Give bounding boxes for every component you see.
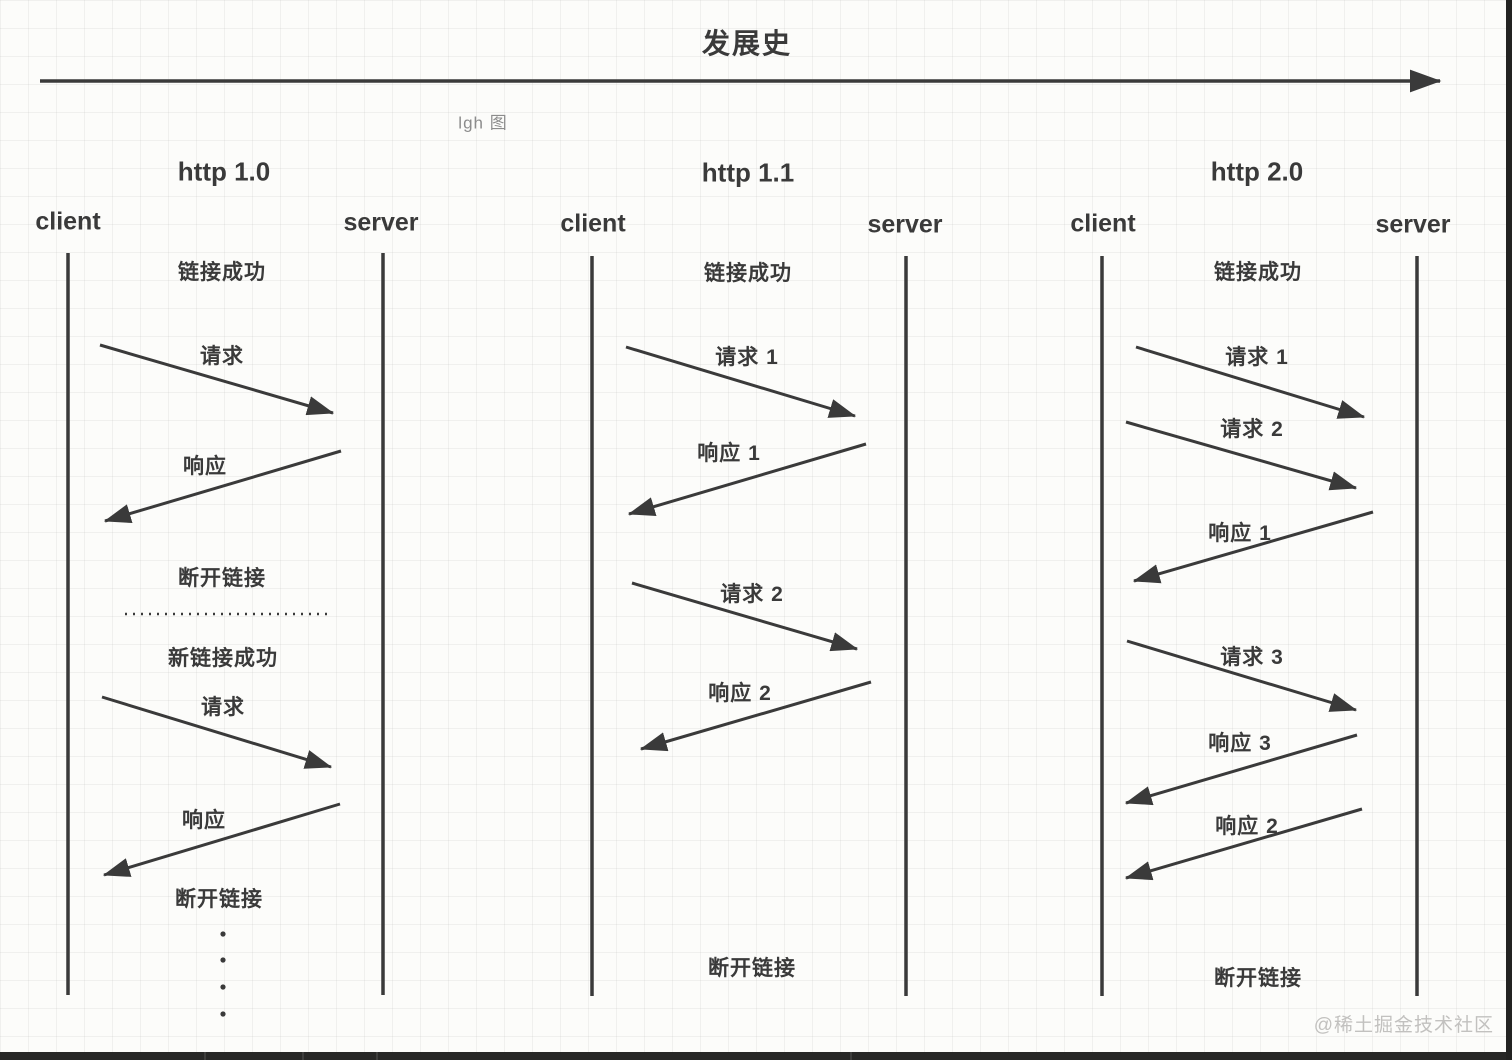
event-label-connect: 链接成功 xyxy=(178,261,266,284)
event-label-connect: 链接成功 xyxy=(1214,261,1302,284)
arrow-http20-response3 xyxy=(1124,733,1358,806)
right-edge-strip xyxy=(1506,0,1512,1060)
event-label-disconnect: 断开链接 xyxy=(1214,967,1302,990)
message-label-request: 请求 xyxy=(201,696,245,719)
diagram-caption: lgh 图 xyxy=(458,113,508,133)
message-label-response: 响应 xyxy=(183,455,227,478)
column-title-http20: http 2.0 xyxy=(1210,156,1304,187)
message-label-request-1: 请求 1 xyxy=(1225,346,1289,369)
event-label-reconnect: 新链接成功 xyxy=(168,647,278,670)
arrow-http11-response2 xyxy=(639,680,872,752)
event-label-disconnect: 断开链接 xyxy=(175,888,263,911)
actor-server-http20: server xyxy=(1375,210,1451,239)
event-label-disconnect: 断开链接 xyxy=(708,957,796,980)
message-label-request-2: 请求 2 xyxy=(1220,418,1284,441)
message-label-response-1: 响应 1 xyxy=(1208,522,1272,545)
arrow-http10-response1 xyxy=(103,449,342,524)
arrow-http20-request1 xyxy=(1135,345,1366,419)
actor-client-http10: client xyxy=(35,207,101,236)
bottom-bar xyxy=(0,1052,1512,1060)
actor-client-http20: client xyxy=(1070,209,1136,238)
message-label-response-2: 响应 2 xyxy=(1215,815,1279,838)
message-label-response: 响应 xyxy=(182,809,226,832)
column-title-http11: http 1.1 xyxy=(701,157,795,188)
arrow-http20-response1 xyxy=(1132,510,1374,584)
arrow-http10-response2 xyxy=(102,802,341,877)
event-label-disconnect: 断开链接 xyxy=(178,567,266,590)
message-label-response-1: 响应 1 xyxy=(697,442,761,465)
page-title: 发展史 xyxy=(701,28,793,59)
watermark: @稀土掘金技术社区 xyxy=(1313,1015,1494,1036)
arrow-http11-request2 xyxy=(631,581,859,652)
actor-client-http11: client xyxy=(560,209,626,238)
column-title-http10: http 1.0 xyxy=(177,156,271,187)
message-label-request-3: 请求 3 xyxy=(1220,646,1284,669)
message-label-request-1: 请求 1 xyxy=(715,346,779,369)
ellipsis-dots-http10 xyxy=(220,931,226,1017)
message-label-request: 请求 xyxy=(200,345,244,368)
arrow-http20-request3 xyxy=(1126,639,1358,712)
message-label-response-2: 响应 2 xyxy=(708,682,772,705)
arrow-http11-request1 xyxy=(625,345,857,418)
arrow-http20-request2 xyxy=(1125,420,1358,491)
arrow-http10-request1 xyxy=(99,343,335,416)
arrow-http10-request2 xyxy=(101,695,333,769)
message-label-request-2: 请求 2 xyxy=(720,583,784,606)
arrow-http11-response1 xyxy=(627,442,867,517)
actor-server-http11: server xyxy=(867,210,943,239)
message-label-response-3: 响应 3 xyxy=(1208,732,1272,755)
arrow-http20-response2 xyxy=(1124,807,1363,881)
event-label-connect: 链接成功 xyxy=(704,262,792,285)
actor-server-http10: server xyxy=(343,208,419,237)
